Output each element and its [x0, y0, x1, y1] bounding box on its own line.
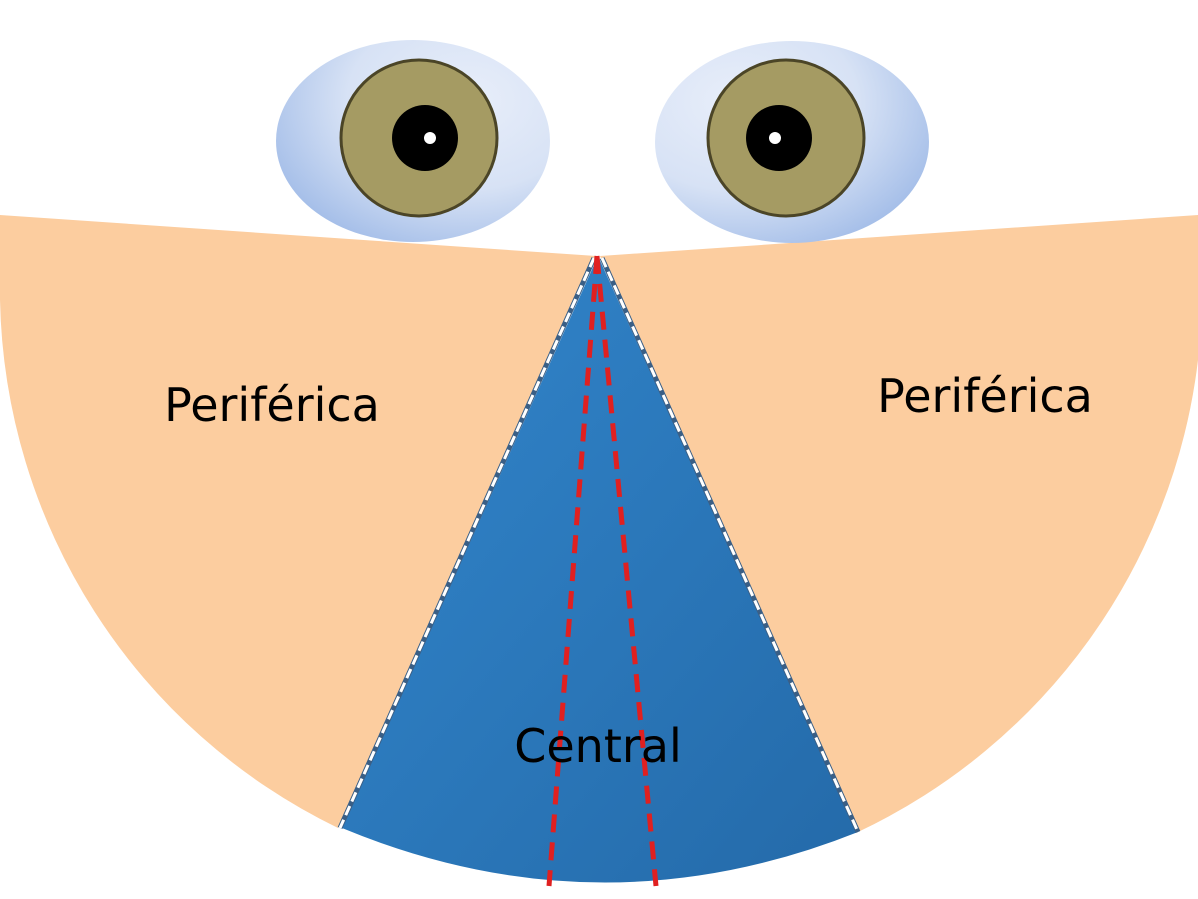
right-peripheral-label: Periférica — [877, 369, 1093, 423]
right-eye-icon — [655, 41, 929, 243]
right-peripheral-region — [600, 215, 1198, 832]
left-peripheral-label: Periférica — [164, 378, 380, 432]
left-boundary-line — [337, 256, 597, 830]
right-fovea-line — [594, 255, 659, 887]
right-boundary-line — [599, 256, 861, 834]
central-label: Central — [514, 719, 682, 773]
left-fovea-line — [546, 255, 600, 887]
left-eye-icon — [276, 40, 550, 242]
central-region — [342, 256, 858, 883]
left-eye-highlight — [424, 132, 436, 144]
left-peripheral-region — [0, 215, 596, 828]
right-eye-highlight — [769, 132, 781, 144]
